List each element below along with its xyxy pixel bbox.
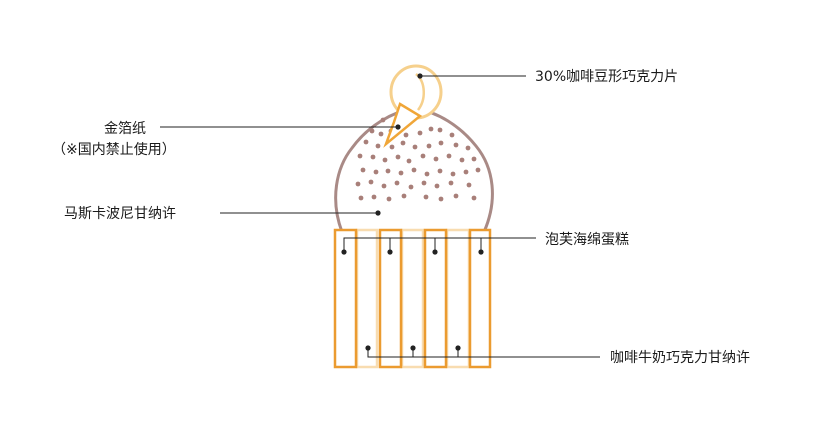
leader-dots [341,73,484,351]
speckle-dot [438,140,444,146]
speckle-dot [446,153,452,159]
speckle-dot [412,144,418,150]
speckle-dot [357,153,363,159]
leader-dot-sponge-2 [387,249,393,255]
speckle-dot [449,132,455,138]
speckle-dot [448,180,454,186]
leader-sponge-1 [343,237,536,252]
label-mascarpone-ganache: 马斯卡波尼甘纳许 [64,206,176,222]
speckle-dot [375,143,381,149]
speckle-dot [406,158,412,164]
label-gold-foil: 金箔纸 [104,121,146,137]
speckle-dot [386,196,392,202]
leader-dot-gold-foil [395,124,401,130]
speckle-dot [466,182,472,188]
leader-dot-milk-choc-2 [410,345,416,351]
label-gold-foil-note: （※国内禁止使用） [52,142,176,158]
speckle-dot [370,154,376,160]
speckle-dot [398,170,404,176]
speckle-dot [463,169,469,175]
speckle-dot [465,145,471,151]
speckle-dot [403,132,409,138]
speckle-dot [368,179,374,185]
speckle-dot [450,171,456,177]
gold-foil [383,102,423,148]
speckle-dot [421,180,427,186]
sponge-bar-1 [333,228,358,369]
speckle-dot [385,168,391,174]
speckle-dot [475,167,481,173]
speckle-dot [453,142,459,148]
speckle-dot [378,131,384,137]
speckle-dot [437,168,443,174]
leader-dot-sponge-1 [341,249,347,255]
leader-dot-coffee-bean [417,73,423,79]
speckle-dot [420,153,426,159]
speckle-dot [426,143,432,149]
speckle-dot [438,196,444,202]
speckle-dot [358,195,364,201]
label-sponge-cake: 泡芙海绵蛋糕 [545,232,629,248]
leader-dot-milk-choc-3 [455,345,461,351]
speckle-dot [423,194,429,200]
leader-dot-sponge-4 [478,249,484,255]
mascarpone-dots [355,117,481,202]
label-coffee-bean-chocolate: 30%咖啡豆形巧克力片 [535,69,679,85]
speckle-dot [459,157,465,163]
speckle-dot [394,180,400,186]
speckle-dot [471,195,477,201]
leader-dot-milk-choc-1 [365,345,371,351]
sponge-bar-2 [378,228,403,369]
leader-dot-mascarpone [375,210,381,216]
speckle-dot [400,140,406,146]
speckle-dot [428,126,434,132]
speckle-dot [424,171,430,177]
speckle-dot [437,127,443,133]
speckle-dot [381,183,387,189]
speckle-dot [389,144,395,150]
sponge-bar-3 [423,228,448,369]
speckle-dot [373,169,379,175]
speckle-dot [363,139,369,145]
speckle-dot [434,183,440,189]
sponge-and-ganache-layer [333,228,492,369]
label-milk-chocolate-ganache: 咖啡牛奶巧克力甘纳许 [610,350,750,366]
speckle-dot [471,156,477,162]
speckle-dot [371,194,377,200]
speckle-dot [453,193,459,199]
leader-dot-sponge-3 [432,249,438,255]
leader-milk-choc-1 [367,348,600,358]
speckle-dot [355,181,361,187]
speckle-dot [401,193,407,199]
speckle-dot [417,130,423,136]
speckle-dot [395,154,401,160]
speckle-dot [433,156,439,162]
speckle-dot [408,184,414,190]
speckle-dot [369,128,375,134]
speckle-dot [411,167,417,173]
speckle-dot [380,117,386,123]
speckle-dot [382,157,388,163]
leader-lines [160,75,600,358]
speckle-dot [360,167,366,173]
sponge-bar-4 [468,228,492,369]
